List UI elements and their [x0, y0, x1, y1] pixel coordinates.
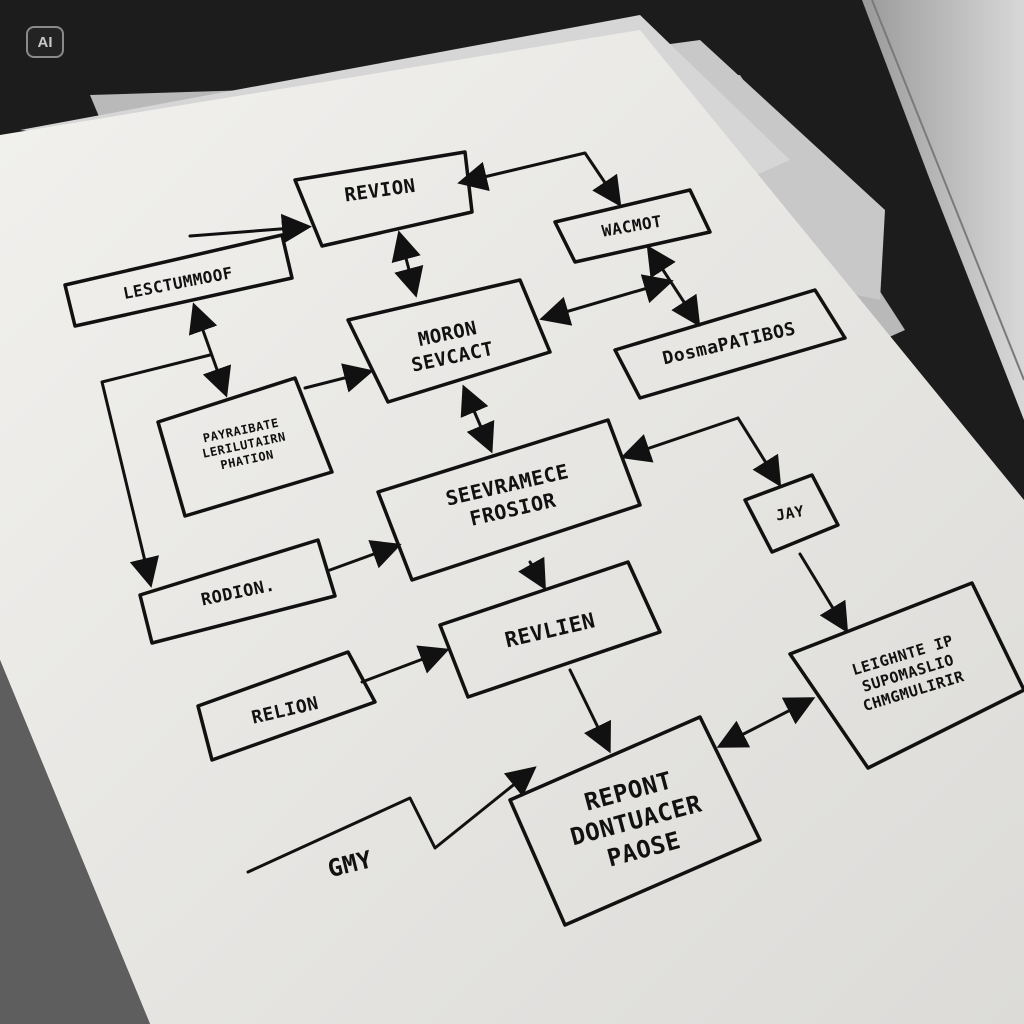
node-jay: JAY — [743, 473, 840, 554]
node-box-jay — [743, 473, 840, 554]
node-box-dosmapatibos — [613, 288, 847, 400]
edge-repont-to-leighnte — [716, 697, 816, 748]
node-box-wacmot — [553, 188, 712, 264]
node-box-lesctummoof — [63, 233, 294, 328]
node-box-repont — [508, 715, 762, 927]
node-box-revion — [293, 150, 474, 248]
edge-dosmapatibos-to-jay — [736, 416, 782, 488]
edges-layer — [100, 151, 849, 874]
edge-seevramece-to-revlien — [518, 556, 546, 591]
edge-revion-to-moron-sevcact — [391, 230, 424, 298]
edge-relion-to-revlien — [360, 645, 450, 684]
node-box-revlien — [438, 560, 662, 699]
edge-gmy-to-repont — [246, 766, 537, 874]
node-box-payraibate — [156, 376, 334, 518]
book-edge-lines — [871, 0, 1024, 381]
node-box-rodion — [138, 538, 337, 645]
ai-badge: AI — [26, 26, 64, 58]
node-box-seevramece — [376, 418, 642, 582]
node-box-leighnte — [788, 581, 1024, 770]
edge-jay-to-leighnte — [798, 552, 849, 634]
edge-revion-to-wacmot — [457, 151, 622, 207]
edge-revlien-to-repont — [568, 668, 611, 754]
edge-dosmapatibos-to-moron-sevcact — [539, 274, 674, 326]
edge-lesctummoof-to-payraibate — [188, 302, 232, 398]
edge-lesctummoof-to-revion — [188, 213, 312, 244]
book-corner — [862, 0, 1024, 420]
paper-left-shadow — [0, 660, 150, 1024]
edge-lesctummoof-to-rodion — [100, 353, 212, 588]
edge-dosmapatibos-to-seevramece — [620, 416, 740, 463]
node-box-moron-sevcact — [346, 278, 552, 404]
main-paper — [0, 30, 1024, 1024]
edge-rodion-to-seevramece — [328, 540, 402, 572]
edge-payraibate-to-moron-sevcact — [303, 363, 374, 393]
node-label-jay: JAY — [774, 502, 805, 525]
edge-moron-sevcact-to-seevramece — [460, 384, 495, 454]
node-box-relion — [196, 650, 377, 762]
